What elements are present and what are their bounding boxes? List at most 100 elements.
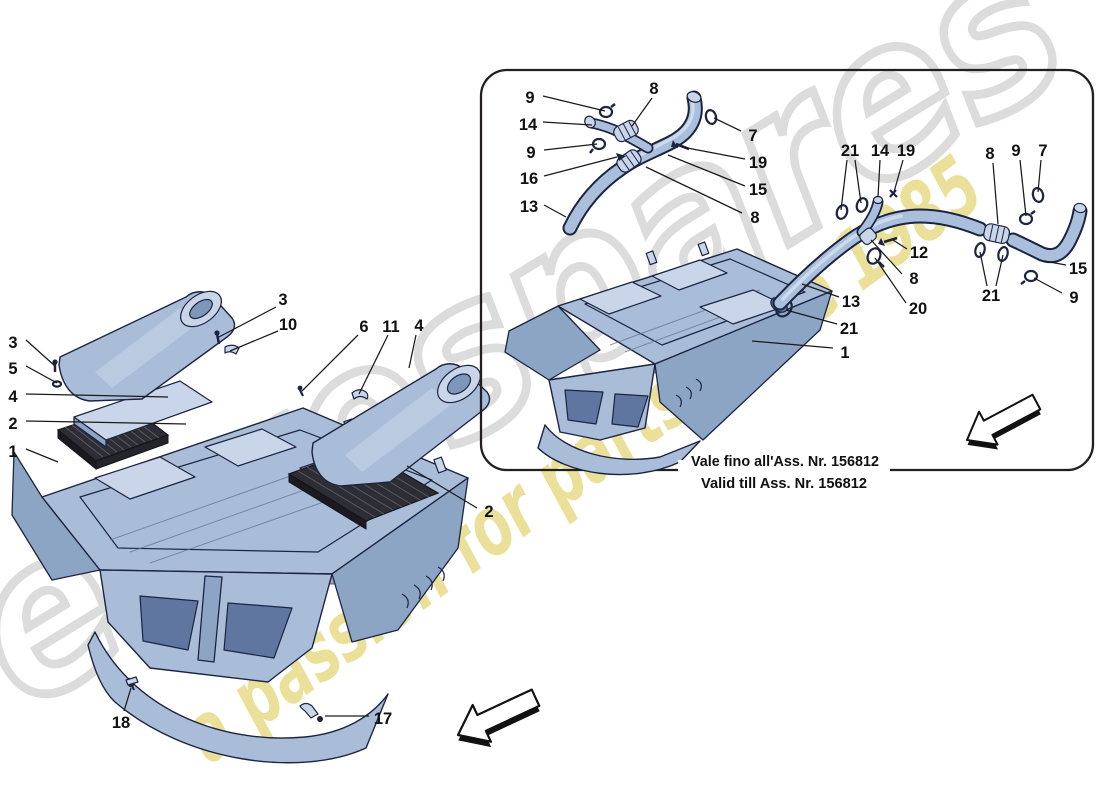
leader-line: [1043, 260, 1067, 266]
callout-label-inset-left-8: 8: [750, 209, 759, 227]
inset-right-panel: [654, 290, 833, 441]
inset-front-opening: [564, 389, 604, 425]
gill-slit: [413, 584, 421, 600]
leader-line: [870, 239, 903, 275]
gill-slit: [401, 593, 409, 609]
hose-top-opening: [686, 91, 702, 103]
leader-line: [408, 334, 417, 369]
direction-arrow-inset: [965, 393, 1042, 450]
leader-line: [543, 143, 598, 151]
clamp-part7: [704, 109, 718, 125]
callout-label-inset-left-19: 19: [749, 154, 767, 172]
callout-label-inset-left-9: 9: [525, 89, 534, 107]
callout-label-main-17: 17: [374, 710, 392, 728]
front-duct-opening: [223, 602, 293, 659]
callout-label-inset-right-19: 19: [897, 142, 915, 160]
leader-line: [1033, 277, 1063, 294]
housing-left-cowl: [11, 451, 101, 581]
leader-line: [893, 159, 904, 193]
arrow-face: [456, 688, 541, 743]
leader-line: [681, 146, 746, 160]
clamp-part20: [866, 247, 885, 268]
callout-label-inset-right-20: 20: [909, 300, 927, 318]
callout-label-inset-right-15: 15: [1069, 260, 1087, 278]
callout-label-main-6: 6: [359, 318, 368, 336]
callout-label-inset-left-14: 14: [519, 116, 538, 134]
leader-line: [543, 156, 618, 177]
clamp-part9-right-lower: [1020, 269, 1039, 285]
leader-line: [25, 393, 169, 398]
inset-left-hose-assembly: [562, 90, 718, 236]
leader-line: [406, 465, 478, 509]
gasket-part21-right: [974, 242, 986, 258]
right-duct-opening: [446, 373, 472, 395]
callout-label-main-3: 3: [278, 291, 287, 309]
inset-raised-box: [579, 281, 662, 315]
leader-line: [1037, 159, 1042, 193]
gill-slit: [425, 575, 433, 591]
leader-line: [785, 309, 838, 325]
leader-line: [877, 159, 881, 198]
gill-slit: [437, 566, 445, 582]
inset-left-cowl: [504, 305, 601, 381]
clip-part6: [297, 385, 304, 397]
leader-line: [645, 166, 743, 214]
callout-label-inset-right-8: 8: [985, 145, 994, 163]
inset-right-hose-assembly: [772, 187, 1088, 311]
right-duct-highlight: [345, 388, 452, 472]
gasket-part21-right: [997, 246, 1009, 262]
callout-label-main-4: 4: [8, 388, 18, 406]
callout-label-inset-right-21: 21: [982, 287, 1000, 305]
leader-line: [301, 334, 359, 392]
clip-part16: [616, 153, 626, 161]
inset-panel: Vale fino all'Ass. Nr. 156812 Valid till…: [479, 68, 1095, 492]
clamp-part21: [835, 204, 849, 220]
leader-line: [216, 306, 277, 339]
callout-label-inset-right-9: 9: [1069, 289, 1078, 307]
leader-line: [542, 95, 606, 112]
callout-label-main-11: 11: [382, 318, 399, 336]
callout-label-inset-right-14: 14: [871, 142, 890, 160]
callout-label-main-18: 18: [112, 714, 130, 732]
hose-right-end-opening: [1073, 202, 1087, 214]
deck-raised-box: [94, 456, 196, 500]
clamp-part9-upper: [598, 103, 616, 119]
callout-label-main-4: 4: [414, 317, 424, 335]
inset-gill-slit: [685, 386, 692, 400]
inset-caption-line2: Valid till Ass. Nr. 156812: [701, 476, 867, 492]
leader-line: [1019, 159, 1027, 217]
front-duct-opening: [139, 595, 199, 651]
leader-line: [542, 121, 593, 126]
inset-gill-slit: [695, 378, 702, 392]
inset-deck-tab: [645, 250, 658, 266]
leader-line: [667, 154, 746, 187]
leader-line: [840, 159, 848, 211]
callout-label-inset-right-9: 9: [1011, 142, 1020, 160]
inset-caption-line1: Vale fino all'Ass. Nr. 156812: [691, 454, 879, 470]
clip-part11: [351, 389, 369, 400]
hose-right-highlight: [781, 214, 903, 301]
callout-label-inset-right-12: 12: [910, 244, 928, 262]
callout-label-inset-left-7: 7: [748, 127, 757, 145]
leader-line: [631, 97, 653, 127]
caption-backplate: [678, 460, 890, 474]
leader-line: [979, 251, 988, 287]
left-duct-highlight: [95, 308, 200, 388]
leader-line: [854, 159, 862, 204]
hose-right-end: [1007, 205, 1086, 262]
leader-line: [543, 204, 567, 218]
inset-deck-tab: [697, 241, 710, 257]
front-center-strut: [197, 575, 223, 663]
callout-label-inset-right-13: 13: [842, 293, 860, 311]
leader-line: [25, 448, 59, 463]
callout-label-main-2: 2: [8, 415, 17, 433]
sleeve-part8-right: [983, 223, 1011, 245]
callout-label-inset-right-21: 21: [840, 320, 858, 338]
main-diagram: [11, 290, 541, 764]
right-intake-stack: [287, 363, 491, 530]
callout-label-inset-left-8: 8: [649, 80, 658, 98]
leader-line: [992, 162, 999, 225]
leader-line: [25, 420, 187, 425]
callout-label-inset-left-13: 13: [520, 198, 538, 216]
